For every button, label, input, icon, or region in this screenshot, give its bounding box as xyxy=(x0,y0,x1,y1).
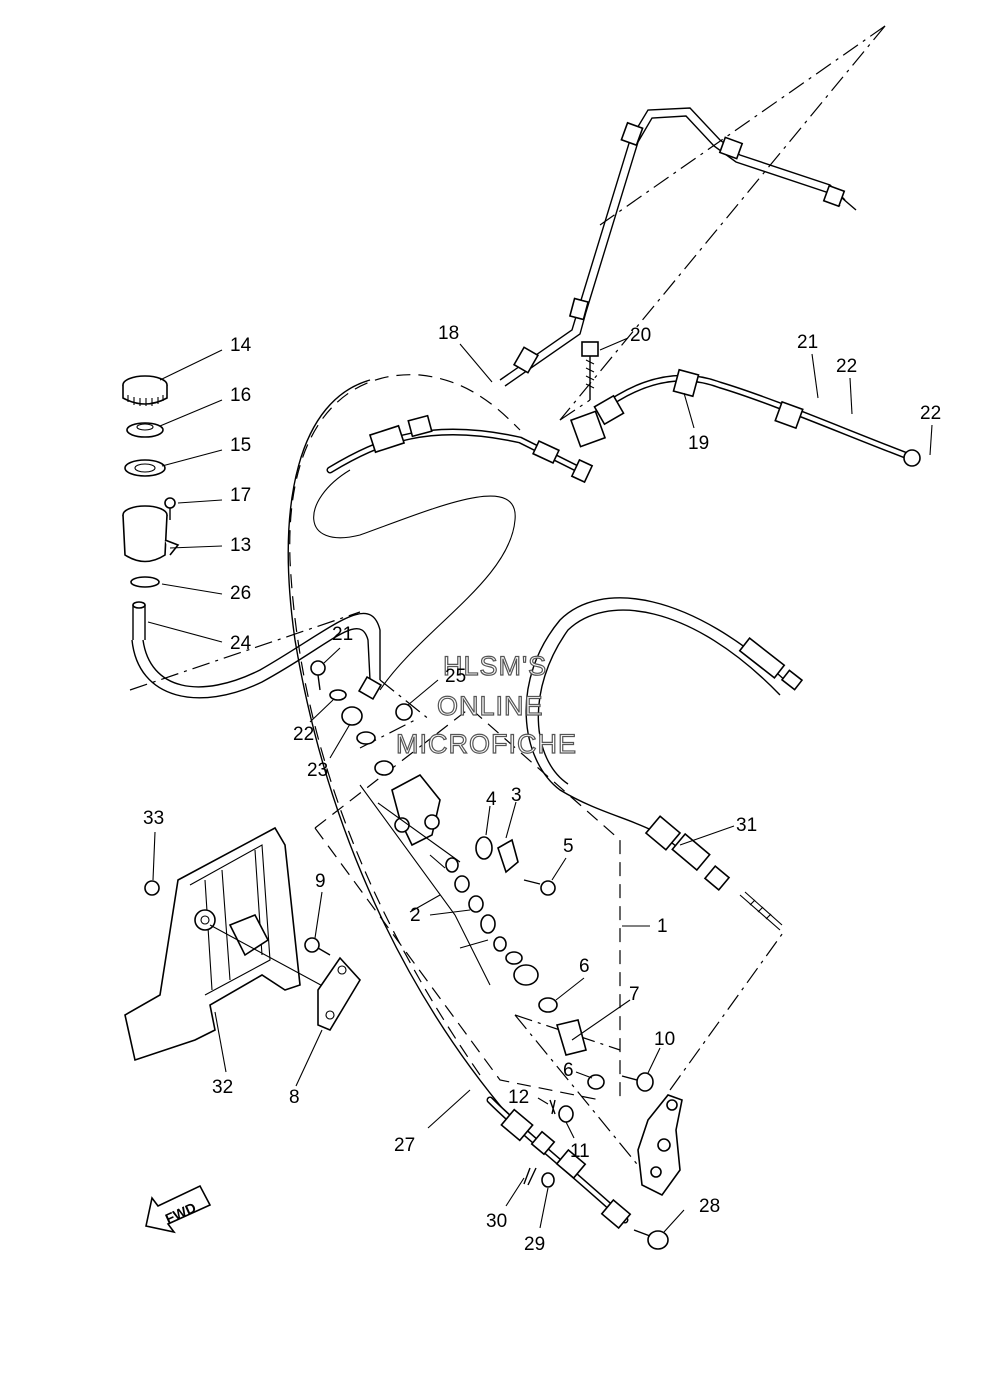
callout-19: 19 xyxy=(688,433,709,454)
callout-26: 26 xyxy=(230,583,251,604)
callout-22c: 22 xyxy=(293,724,314,745)
watermark: HLSM'S ONLINE MICROFICHE xyxy=(395,650,577,759)
callout-2: 2 xyxy=(410,905,421,926)
callout-15: 15 xyxy=(230,435,251,456)
lower-cable-end xyxy=(486,1096,632,1230)
heel-guard xyxy=(124,826,331,1062)
callout-25: 25 xyxy=(445,666,466,687)
leader-lines xyxy=(147,337,933,1233)
callout-30: 30 xyxy=(486,1211,507,1232)
fwd-arrow: FWD xyxy=(145,1184,212,1234)
callout-23: 23 xyxy=(307,760,328,781)
upper-cable-end xyxy=(644,637,804,931)
callout-32: 32 xyxy=(212,1077,233,1098)
clutch-cable xyxy=(326,414,594,484)
callout-10: 10 xyxy=(654,1029,675,1050)
callout-24: 24 xyxy=(230,633,252,654)
callout-28: 28 xyxy=(699,1196,720,1217)
callout-22a: 22 xyxy=(836,356,857,377)
watermark-line-2: ONLINE xyxy=(437,691,544,721)
callout-6b: 6 xyxy=(563,1060,574,1081)
callout-22b: 22 xyxy=(920,403,941,424)
callout-21b: 21 xyxy=(332,624,353,645)
watermark-line-1: HLSM'S xyxy=(443,651,547,681)
pedal-linkage xyxy=(633,1094,683,1250)
callout-31: 31 xyxy=(736,815,757,836)
callout-9: 9 xyxy=(315,871,326,892)
callout-7: 7 xyxy=(629,984,640,1005)
callout-18: 18 xyxy=(438,323,459,344)
brake-hose xyxy=(569,341,921,467)
callout-17: 17 xyxy=(230,485,251,506)
callout-33: 33 xyxy=(143,808,164,829)
watermark-line-3: MICROFICHE xyxy=(396,729,577,759)
callout-8: 8 xyxy=(289,1087,300,1108)
callout-20: 20 xyxy=(630,325,651,346)
callout-21a: 21 xyxy=(797,332,818,353)
callout-16: 16 xyxy=(230,385,251,406)
mounting-bracket xyxy=(304,937,361,1032)
callout-5: 5 xyxy=(563,836,574,857)
callout-3: 3 xyxy=(511,785,522,806)
callout-labels: 1 2 3 4 5 6 6 7 8 9 10 11 12 13 14 15 16… xyxy=(143,323,941,1255)
hoses-and-cables xyxy=(131,374,791,1141)
callout-1: 1 xyxy=(657,916,668,937)
callout-12: 12 xyxy=(508,1087,529,1108)
callout-27: 27 xyxy=(394,1135,415,1156)
callout-14: 14 xyxy=(230,335,252,356)
reservoir-assembly xyxy=(122,375,180,640)
callout-4: 4 xyxy=(486,789,497,810)
callout-6a: 6 xyxy=(579,956,590,977)
callout-13: 13 xyxy=(230,535,251,556)
master-cylinder-assembly xyxy=(310,660,654,1123)
callout-29: 29 xyxy=(524,1234,545,1255)
brake-pipe xyxy=(499,107,857,387)
callout-11: 11 xyxy=(570,1141,590,1162)
